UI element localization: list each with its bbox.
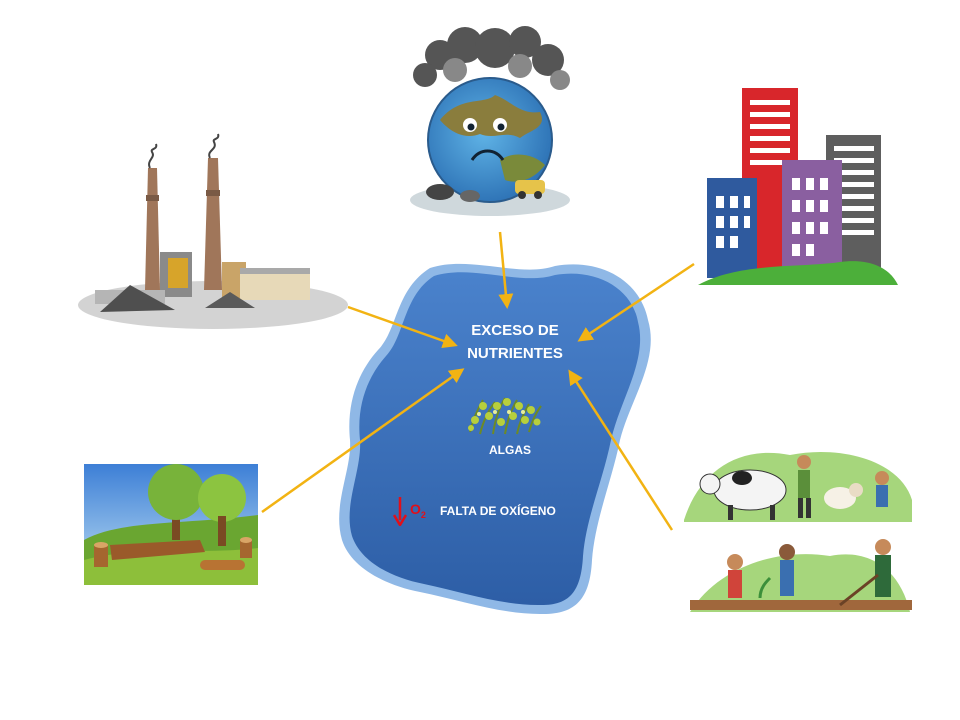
arrow-farming <box>568 369 674 531</box>
factory-chimneys-icon <box>78 133 348 329</box>
lake <box>339 263 651 615</box>
excess-nutrients-label: EXCESO DE NUTRIENTES <box>430 319 600 365</box>
fallen-trees-icon <box>84 464 258 585</box>
oxygen-symbol-subscript: 2 <box>420 509 426 520</box>
arrow-city <box>577 262 695 342</box>
down-arrow-icon <box>393 497 407 526</box>
arrow-factory <box>347 305 458 349</box>
arrow-earth <box>498 231 514 309</box>
polluted-earth-icon <box>410 26 570 216</box>
algae-label: ALGAS <box>489 443 531 457</box>
oxygen-symbol: O2 <box>410 501 426 520</box>
lack-of-oxygen-label: FALTA DE OXÍGENO <box>440 504 556 518</box>
farming-icon <box>684 452 912 612</box>
nutrients-label-line1: EXCESO DE <box>471 322 559 339</box>
city-buildings-icon <box>698 88 898 285</box>
oxygen-symbol-letter: O <box>410 501 421 517</box>
lake-water <box>349 272 641 606</box>
nutrients-label-line2: NUTRIENTES <box>467 345 563 362</box>
algae-icon <box>468 397 542 435</box>
arrows <box>261 231 695 531</box>
arrow-deforestation <box>261 368 465 514</box>
